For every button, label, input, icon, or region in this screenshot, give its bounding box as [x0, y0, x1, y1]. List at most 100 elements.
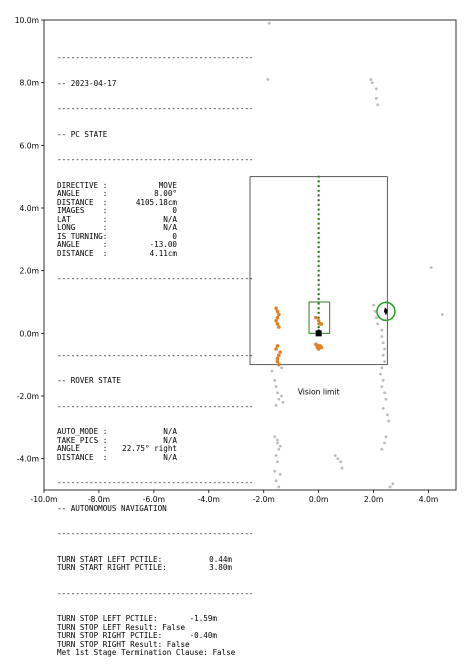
- path-point: [317, 227, 320, 230]
- pc-state-value: -13.00: [149, 240, 177, 249]
- orange-point: [314, 342, 318, 347]
- gray-point: [270, 369, 274, 373]
- pc-state-value: 0: [172, 231, 177, 241]
- x-tick-label: -10.0m: [30, 495, 57, 504]
- panel-rule: ----------------------------------------…: [57, 275, 252, 283]
- orange-point: [274, 306, 278, 311]
- rover-state-value: 22.75° right: [122, 444, 177, 453]
- gray-point: [381, 353, 385, 357]
- gray-point: [278, 444, 282, 448]
- rover-marker: [315, 330, 322, 337]
- pc-state-row: IMAGES :0: [57, 206, 252, 216]
- rover-state-key: TAKE_PICS :: [57, 435, 108, 445]
- stop-key: TURN STOP RIGHT Result: False: [57, 639, 190, 649]
- orange-point: [274, 319, 278, 323]
- pc-state-key: DISTANCE :: [57, 197, 108, 207]
- y-tick-label: 10.0m: [15, 16, 39, 25]
- y-tick-label: 4.0m: [20, 204, 39, 213]
- pc-state-value: N/A: [163, 214, 177, 224]
- pc-state-key: ANGLE :: [57, 240, 108, 249]
- rover-state-header: -- ROVER STATE: [57, 376, 122, 385]
- pc-state-row: IS TURNING: 0: [57, 231, 252, 242]
- rover-state-key: DISTANCE :: [57, 452, 108, 462]
- gray-point: [374, 96, 378, 100]
- panel-rule: ----------------------------------------…: [57, 54, 252, 62]
- stop-row: Met 1st Stage Termination Clause: False: [57, 648, 252, 658]
- gray-point: [380, 328, 384, 332]
- x-tick-label: -8.0m: [88, 495, 110, 504]
- gray-point: [266, 78, 270, 81]
- rover-state-row: DISTANCE :N/A: [57, 452, 252, 463]
- orange-point: [274, 347, 278, 351]
- x-tick-label: -2.0m: [253, 495, 275, 504]
- gray-point: [277, 397, 281, 401]
- pc-state-key: DIRECTIVE :: [57, 180, 108, 190]
- chart-marks: Vision limit: [249, 21, 444, 489]
- orange-point: [275, 356, 280, 361]
- stop-value: -0.40m: [189, 631, 217, 640]
- path-point: [317, 180, 320, 183]
- gray-point: [384, 397, 388, 401]
- pc-state-row: ANGLE :8.00°: [57, 189, 252, 199]
- panel-rule: ----------------------------------------…: [57, 351, 252, 360]
- path-point: [317, 283, 320, 286]
- orange-point: [275, 315, 280, 320]
- y-tick-label: 8.0m: [20, 79, 39, 88]
- gray-point: [274, 454, 278, 457]
- x-tick-label: -4.0m: [198, 495, 220, 504]
- gray-point: [277, 447, 281, 451]
- gray-point: [388, 485, 392, 489]
- panel-rule: ----------------------------------------…: [57, 156, 252, 164]
- pc-state-value: MOVE: [158, 180, 177, 190]
- pc-state-key: LAT :: [57, 214, 108, 224]
- pc-state-row: DISTANCE :4105.18cm: [57, 197, 252, 208]
- orange-point: [319, 345, 324, 350]
- path-point: [317, 208, 320, 211]
- orange-point: [277, 362, 281, 367]
- rover-state-row: ANGLE : 22.75° right: [57, 444, 252, 454]
- target-marker: [383, 307, 388, 316]
- path-point: [317, 194, 320, 197]
- stop-row: TURN STOP LEFT Result: False: [57, 622, 252, 633]
- y-tick-label: 0.0m: [20, 329, 39, 338]
- path-point: [317, 231, 320, 235]
- path-point: [317, 236, 320, 239]
- gray-point: [379, 372, 382, 376]
- rover-state-key: ANGLE :: [57, 444, 108, 453]
- pc-state-value: 4.11cm: [149, 248, 177, 258]
- stop-key: Met 1st Stage Termination Clause: False: [57, 648, 236, 657]
- gray-point: [273, 469, 277, 473]
- path-point: [317, 175, 320, 178]
- gray-point: [274, 385, 278, 388]
- pc-state-key: IS TURNING:: [57, 231, 108, 241]
- gray-point: [336, 457, 340, 461]
- rover-state-value: N/A: [163, 435, 177, 445]
- rover-state-row: TAKE_PICS : N/A: [57, 435, 252, 446]
- gray-point: [340, 466, 344, 470]
- path-point: [317, 213, 320, 216]
- orange-point: [316, 319, 321, 323]
- path-point: [317, 288, 320, 291]
- gray-point: [380, 447, 384, 451]
- orange-point: [275, 309, 280, 314]
- pc-state-value: 8.00°: [154, 189, 177, 198]
- vision-limit-label: Vision limit: [298, 388, 340, 397]
- nav-key: TURN START RIGHT PCTILE:: [57, 563, 167, 572]
- path-point: [317, 241, 320, 244]
- path-point: [317, 245, 320, 249]
- gray-point: [381, 341, 385, 345]
- gray-point: [339, 460, 343, 464]
- path-point: [317, 189, 320, 192]
- panel-rule: ----------------------------------------…: [57, 589, 252, 598]
- stop-key: TURN STOP LEFT Result: False: [57, 622, 186, 632]
- gray-point: [267, 21, 271, 25]
- panel-rule: ----------------------------------------…: [57, 479, 252, 487]
- path-point: [317, 255, 320, 258]
- nav-header: -- AUTONOMOUS NAVIGATION: [57, 503, 167, 513]
- path-point: [317, 325, 320, 329]
- pc-state-header: -- PC STATE: [57, 129, 108, 139]
- orange-point: [319, 322, 324, 326]
